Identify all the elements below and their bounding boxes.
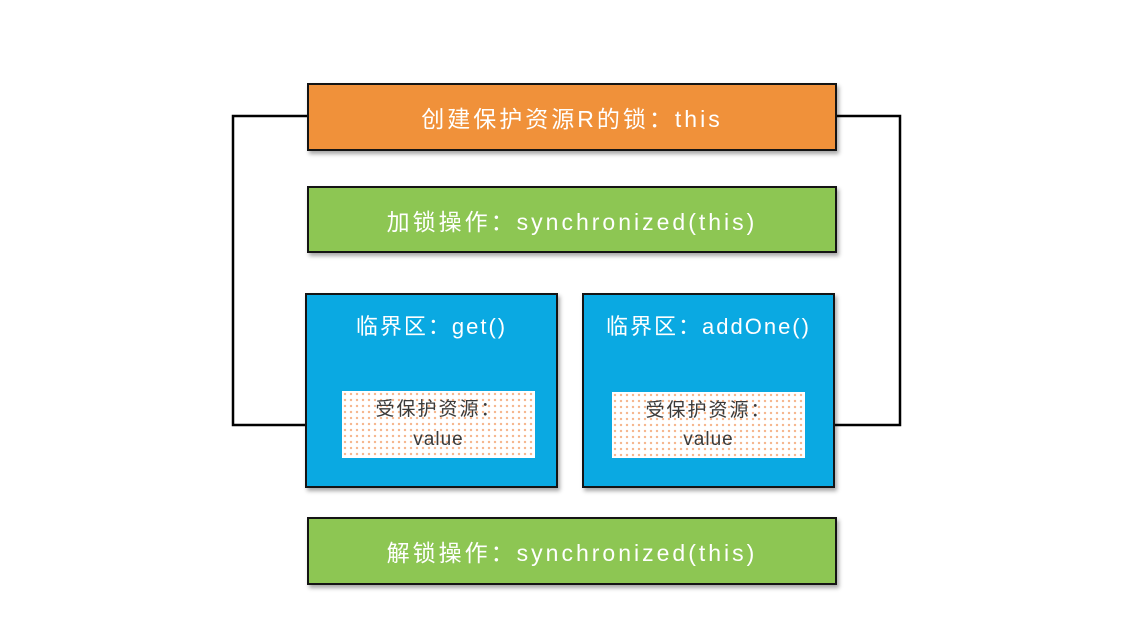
node-protected-resource-addone: 受保护资源： value <box>612 392 805 458</box>
node-critical-section-addone-title: 临界区：addOne() <box>606 314 811 339</box>
node-unlock-operation-label: 解锁操作：synchronized(this) <box>386 540 758 566</box>
protected-resource-addone-value: value <box>683 429 734 450</box>
node-critical-section-addone: 临界区：addOne() <box>582 293 835 488</box>
node-protected-resource-get: 受保护资源： value <box>342 391 535 458</box>
protected-resource-get-label: 受保护资源： <box>375 399 502 421</box>
protected-resource-addone-label: 受保护资源： <box>645 399 772 421</box>
node-create-lock: 创建保护资源R的锁：this <box>307 83 837 151</box>
node-unlock-operation: 解锁操作：synchronized(this) <box>307 517 837 585</box>
node-lock-operation: 加锁操作：synchronized(this) <box>307 186 837 253</box>
node-create-lock-label: 创建保护资源R的锁：this <box>421 106 723 132</box>
protected-resource-get-value: value <box>413 428 464 450</box>
node-lock-operation-label: 加锁操作：synchronized(this) <box>386 208 758 235</box>
node-critical-section-get-title: 临界区：get() <box>355 314 508 339</box>
